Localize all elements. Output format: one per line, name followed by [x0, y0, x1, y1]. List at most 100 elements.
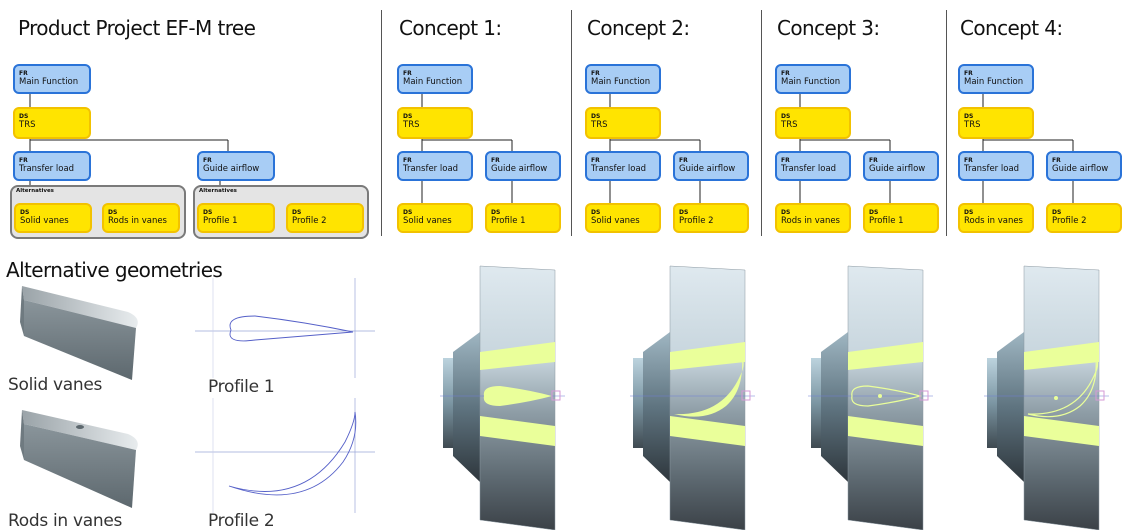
column-divider: [946, 10, 947, 236]
concept-title: Concept 4:: [960, 16, 1063, 40]
node-label: TRS: [591, 120, 608, 130]
node-label: Guide airflow: [869, 164, 926, 174]
node-label: Main Function: [964, 77, 1024, 87]
node-tag: FR: [591, 70, 600, 77]
node-label: TRS: [403, 120, 420, 130]
node-tag: FR: [19, 70, 28, 77]
solid-vanes-caption: Solid vanes: [8, 375, 103, 395]
node-tag: FR: [964, 70, 973, 77]
node-tag: FR: [679, 157, 688, 164]
node-label: Guide airflow: [679, 164, 736, 174]
node-label: Guide airflow: [1052, 164, 1109, 174]
node-label: Solid vanes: [20, 216, 69, 226]
profile-2-drawing: [195, 398, 375, 513]
node-tag: FR: [203, 157, 212, 164]
node-tag: FR: [781, 157, 790, 164]
profile-1-caption: Profile 1: [208, 377, 275, 397]
node-tag: DS: [203, 209, 213, 216]
concept-title: Concept 3:: [777, 16, 880, 40]
node-tag: DS: [491, 209, 501, 216]
node-tag: DS: [869, 209, 879, 216]
column-divider: [381, 10, 382, 236]
tree-guide-airflow-node: FR Guide airflow: [197, 151, 275, 181]
rods-in-vanes-render: [20, 410, 138, 508]
node-label: Main Function: [403, 77, 463, 87]
node-tag: DS: [1052, 209, 1062, 216]
node-label: Main Function: [781, 77, 841, 87]
node-tag: FR: [491, 157, 500, 164]
concept-connectors: [799, 93, 891, 203]
node-label: Rods in vanes: [781, 216, 840, 226]
node-label: Transfer load: [964, 164, 1020, 174]
node-label: Profile 2: [1052, 216, 1087, 226]
node-label: Transfer load: [781, 164, 837, 174]
node-label: Main Function: [591, 77, 651, 87]
concept-title: Concept 1:: [399, 16, 502, 40]
node-label: Profile 1: [203, 216, 238, 226]
node-label: Transfer load: [591, 164, 647, 174]
node-label: Transfer load: [403, 164, 459, 174]
node-tag: DS: [964, 209, 974, 216]
profile-1-drawing: [195, 278, 375, 378]
node-label: Main Function: [19, 77, 79, 87]
concept-connectors: [982, 93, 1074, 203]
node-tag: FR: [19, 157, 28, 164]
node-label: Solid vanes: [403, 216, 452, 226]
profile-2-caption: Profile 2: [208, 511, 275, 531]
node-label: Profile 2: [292, 216, 327, 226]
solid-vane-render: [20, 286, 138, 380]
node-label: Profile 2: [679, 216, 714, 226]
node-tag: FR: [403, 70, 412, 77]
node-label: Solid vanes: [591, 216, 640, 226]
concept-3-render: [808, 265, 933, 530]
column-divider: [761, 10, 762, 236]
tree-profile-1-node: DS Profile 1: [197, 203, 275, 233]
node-label: Profile 1: [491, 216, 526, 226]
concept-connectors: [421, 93, 513, 203]
concept-1-render: [440, 265, 565, 530]
node-tag: DS: [108, 209, 118, 216]
node-tag: FR: [781, 70, 790, 77]
node-tag: DS: [591, 209, 601, 216]
node-label: Rods in vanes: [108, 216, 167, 226]
node-tag: DS: [403, 209, 413, 216]
concept-4-render: [984, 265, 1109, 530]
geometries-title: Alternative geometries: [6, 258, 223, 282]
node-tag: DS: [964, 113, 974, 120]
rods-in-vanes-caption: Rods in vanes: [8, 511, 123, 531]
node-tag: FR: [964, 157, 973, 164]
node-label: Transfer load: [19, 164, 75, 174]
column-divider: [571, 10, 572, 236]
node-tag: DS: [781, 209, 791, 216]
node-tag: DS: [591, 113, 601, 120]
node-label: TRS: [781, 120, 798, 130]
concept-connectors: [609, 93, 701, 203]
tree-trs-node: DS TRS: [13, 107, 91, 139]
tree-profile-2-node: DS Profile 2: [286, 203, 364, 233]
node-tag: FR: [1052, 157, 1061, 164]
concept-2-render: [630, 265, 755, 530]
node-tag: DS: [679, 209, 689, 216]
node-tag: FR: [869, 157, 878, 164]
node-label: Guide airflow: [203, 164, 260, 174]
alternatives-label: Alternatives: [16, 188, 54, 194]
